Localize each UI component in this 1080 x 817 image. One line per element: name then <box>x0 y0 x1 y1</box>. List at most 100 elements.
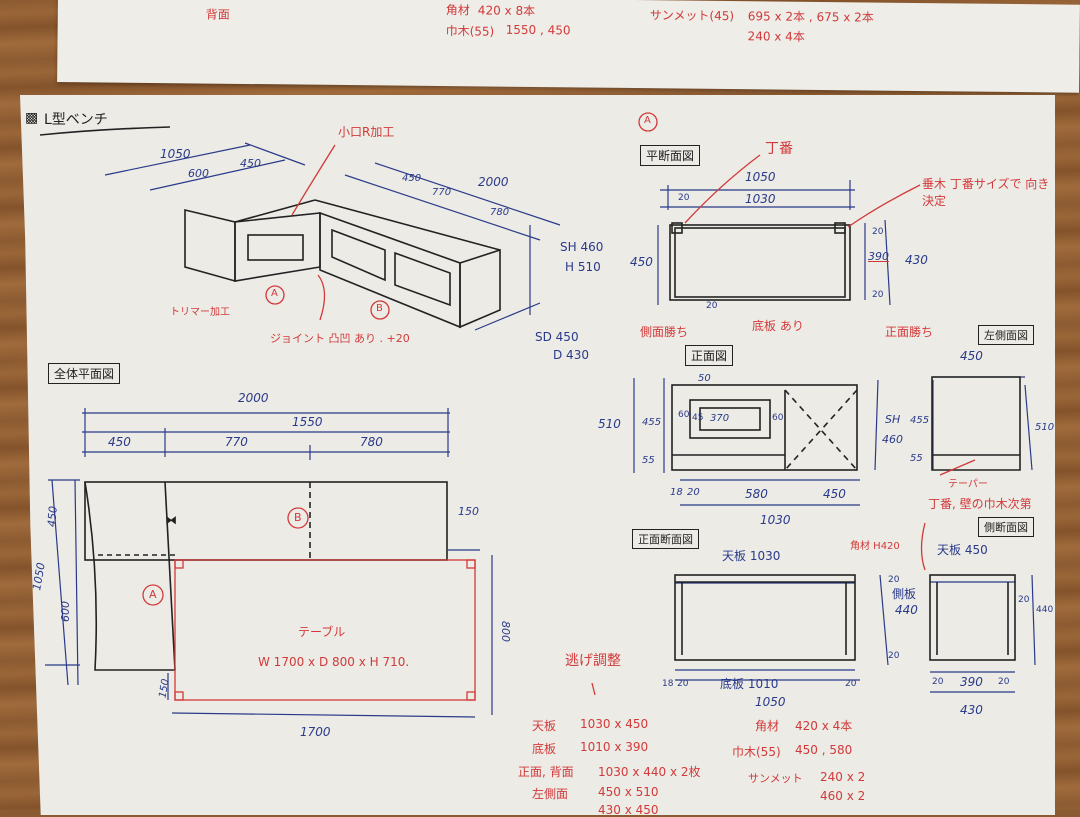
design-sheet: ▩ L型ベンチ 1050 600 450 2000 450 770 780 SH… <box>20 95 1055 815</box>
side-sec-top-board: 天板 450 <box>937 543 988 557</box>
cut-left-3-label: 正面, 背面 <box>518 765 574 779</box>
sec-a-dim-20a: 20 <box>678 193 690 203</box>
plan-dim-780: 780 <box>360 435 383 449</box>
front-sec-bottom-board: 底板 1010 <box>720 677 779 691</box>
front-dim-50: 50 <box>698 373 711 384</box>
front-dim-60a: 60 <box>678 410 690 420</box>
front-dim-45: 45 <box>692 413 704 423</box>
cut-right-4-value: 460 x 2 <box>820 789 866 803</box>
sec-a-dim-450: 450 <box>630 255 653 269</box>
sec-a-dim-20d: 20 <box>706 301 718 311</box>
top-left-label: 背面 <box>205 7 230 22</box>
side-section-title: 側断面図 <box>978 517 1034 537</box>
top-paper-sheet: 背面 角材 420 x 8本 巾木(55) 1550 , 450 サンメット(4… <box>57 0 1080 93</box>
iso-dim-600: 600 <box>188 167 209 180</box>
cut-left-1-label: 天板 <box>532 719 557 733</box>
plan-dim-v800: 800 <box>499 621 512 642</box>
side-dim-450: 450 <box>960 349 983 363</box>
sketch-lines <box>39 112 1036 718</box>
note-side-wins: 側面勝ち <box>640 325 689 339</box>
front-dim-450: 450 <box>823 487 846 501</box>
top-line-2-value: 1550 , 450 <box>505 22 571 38</box>
iso-dim-770: 770 <box>432 187 452 198</box>
cut-right-2-value: 450 , 580 <box>795 743 853 757</box>
iso-dim-2000: 2000 <box>478 175 509 189</box>
iso-seat-depth: SD 450 <box>535 330 579 344</box>
side-dim-510: 510 <box>1035 422 1055 433</box>
iso-height: H 510 <box>565 260 601 274</box>
cut-left-4-label: 左側面 <box>532 787 569 801</box>
left-side-view-title: 左側面図 <box>978 325 1034 345</box>
plan-dim-1700: 1700 <box>300 725 331 739</box>
front-sec-side-board: 側板 <box>892 587 917 601</box>
plan-dim-2000: 2000 <box>238 391 269 405</box>
top-line-3-label: サンメット(45) <box>649 8 735 24</box>
front-dim-55: 55 <box>642 455 655 466</box>
table-label: テーブル <box>298 625 346 639</box>
hinge-symbol-icon: ⧓ <box>165 513 177 527</box>
iso-depth: D 430 <box>553 348 589 362</box>
side-sec-w390: 390 <box>960 675 983 689</box>
front-sec-w1050: 1050 <box>755 695 786 709</box>
note-front-wins: 正面勝ち <box>885 325 934 339</box>
title-marker-icon: ▩ <box>25 110 39 126</box>
plan-dim-770: 770 <box>225 435 248 449</box>
front-dim-1030: 1030 <box>760 513 791 527</box>
side-sec-w20b: 20 <box>998 677 1010 687</box>
front-section-title: 正面断面図 <box>632 529 699 549</box>
note-taper: テーパー <box>948 479 988 490</box>
note-joint: ジョイント 凸凹 あり . +20 <box>270 332 410 345</box>
iso-dim-450b: 450 <box>402 173 422 184</box>
table-size: W 1700 x D 800 x H 710. <box>258 655 410 669</box>
cut-left-3-value: 1030 x 440 x 2枚 <box>598 765 701 779</box>
front-dim-sh: SH <box>885 413 901 426</box>
note-bottom-board: 底板 あり <box>752 319 804 333</box>
side-sec-t20: 20 <box>1018 595 1030 605</box>
front-sec-t20b: 20 <box>888 651 900 661</box>
front-sec-w20a: 20 <box>677 679 689 689</box>
plan-dim-450: 450 <box>108 435 131 449</box>
front-dim-510: 510 <box>598 417 621 431</box>
note-hinge-baseboard: 丁番, 壁の巾木次第 <box>928 497 1032 511</box>
cut-right-1-label: 角材 <box>755 719 780 733</box>
sec-a-dim-20c: 20 <box>872 290 884 300</box>
front-view-title: 正面図 <box>685 345 734 366</box>
cut-list-heading: 逃げ調整 <box>565 653 621 669</box>
plan-dim-v600: 600 <box>59 601 72 622</box>
front-dim-580: 580 <box>745 487 768 501</box>
top-line-1-label: 角材 <box>445 3 470 18</box>
sec-a-dim-1030: 1030 <box>745 192 776 206</box>
top-line-1-value: 420 x 8本 <box>477 3 536 18</box>
side-sec-h440: 440 <box>1036 605 1054 615</box>
sec-a-dim-430: 430 <box>905 253 928 267</box>
iso-dim-780: 780 <box>490 207 510 218</box>
section-a-marker: A <box>644 115 651 126</box>
side-sec-w20a: 20 <box>932 677 944 687</box>
iso-dim-450: 450 <box>240 157 261 170</box>
side-dim-455: 455 <box>910 415 930 426</box>
plan-dim-v450: 450 <box>45 505 60 528</box>
cut-right-2-label: 巾木(55) <box>732 745 781 759</box>
front-sec-w18: 18 <box>662 679 674 689</box>
cut-left-4-value: 450 x 510 <box>598 785 659 799</box>
top-line-3-value: 695 x 2本 , 675 x 2本 <box>747 9 874 25</box>
cut-left-1-value: 1030 x 450 <box>580 717 649 731</box>
front-dim-460: 460 <box>882 433 903 446</box>
cut-left-2-value: 1010 x 390 <box>580 740 649 754</box>
top-line-2-label: 巾木(55) <box>445 24 495 39</box>
plan-dim-1550: 1550 <box>292 415 323 429</box>
cut-left-5-value: 430 x 450 <box>598 803 659 817</box>
iso-label-b: B <box>376 303 383 314</box>
front-dim-370: 370 <box>710 413 730 424</box>
front-sec-corner-note: 角材 H420 <box>850 541 900 552</box>
front-dim-20: 20 <box>687 487 700 498</box>
cut-right-1-value: 420 x 4本 <box>795 719 853 733</box>
side-sec-w430: 430 <box>960 703 983 717</box>
front-sec-t20a: 20 <box>888 575 900 585</box>
note-koguchi-r: 小口R加工 <box>338 125 395 139</box>
note-post-orientation: 垂木 丁番サイズで 向き決定 <box>922 177 1050 208</box>
front-dim-60b: 60 <box>772 413 784 423</box>
page-title: L型ベンチ <box>44 112 108 128</box>
plan-label-b: B <box>294 511 302 524</box>
plan-dim-150: 150 <box>458 505 479 518</box>
